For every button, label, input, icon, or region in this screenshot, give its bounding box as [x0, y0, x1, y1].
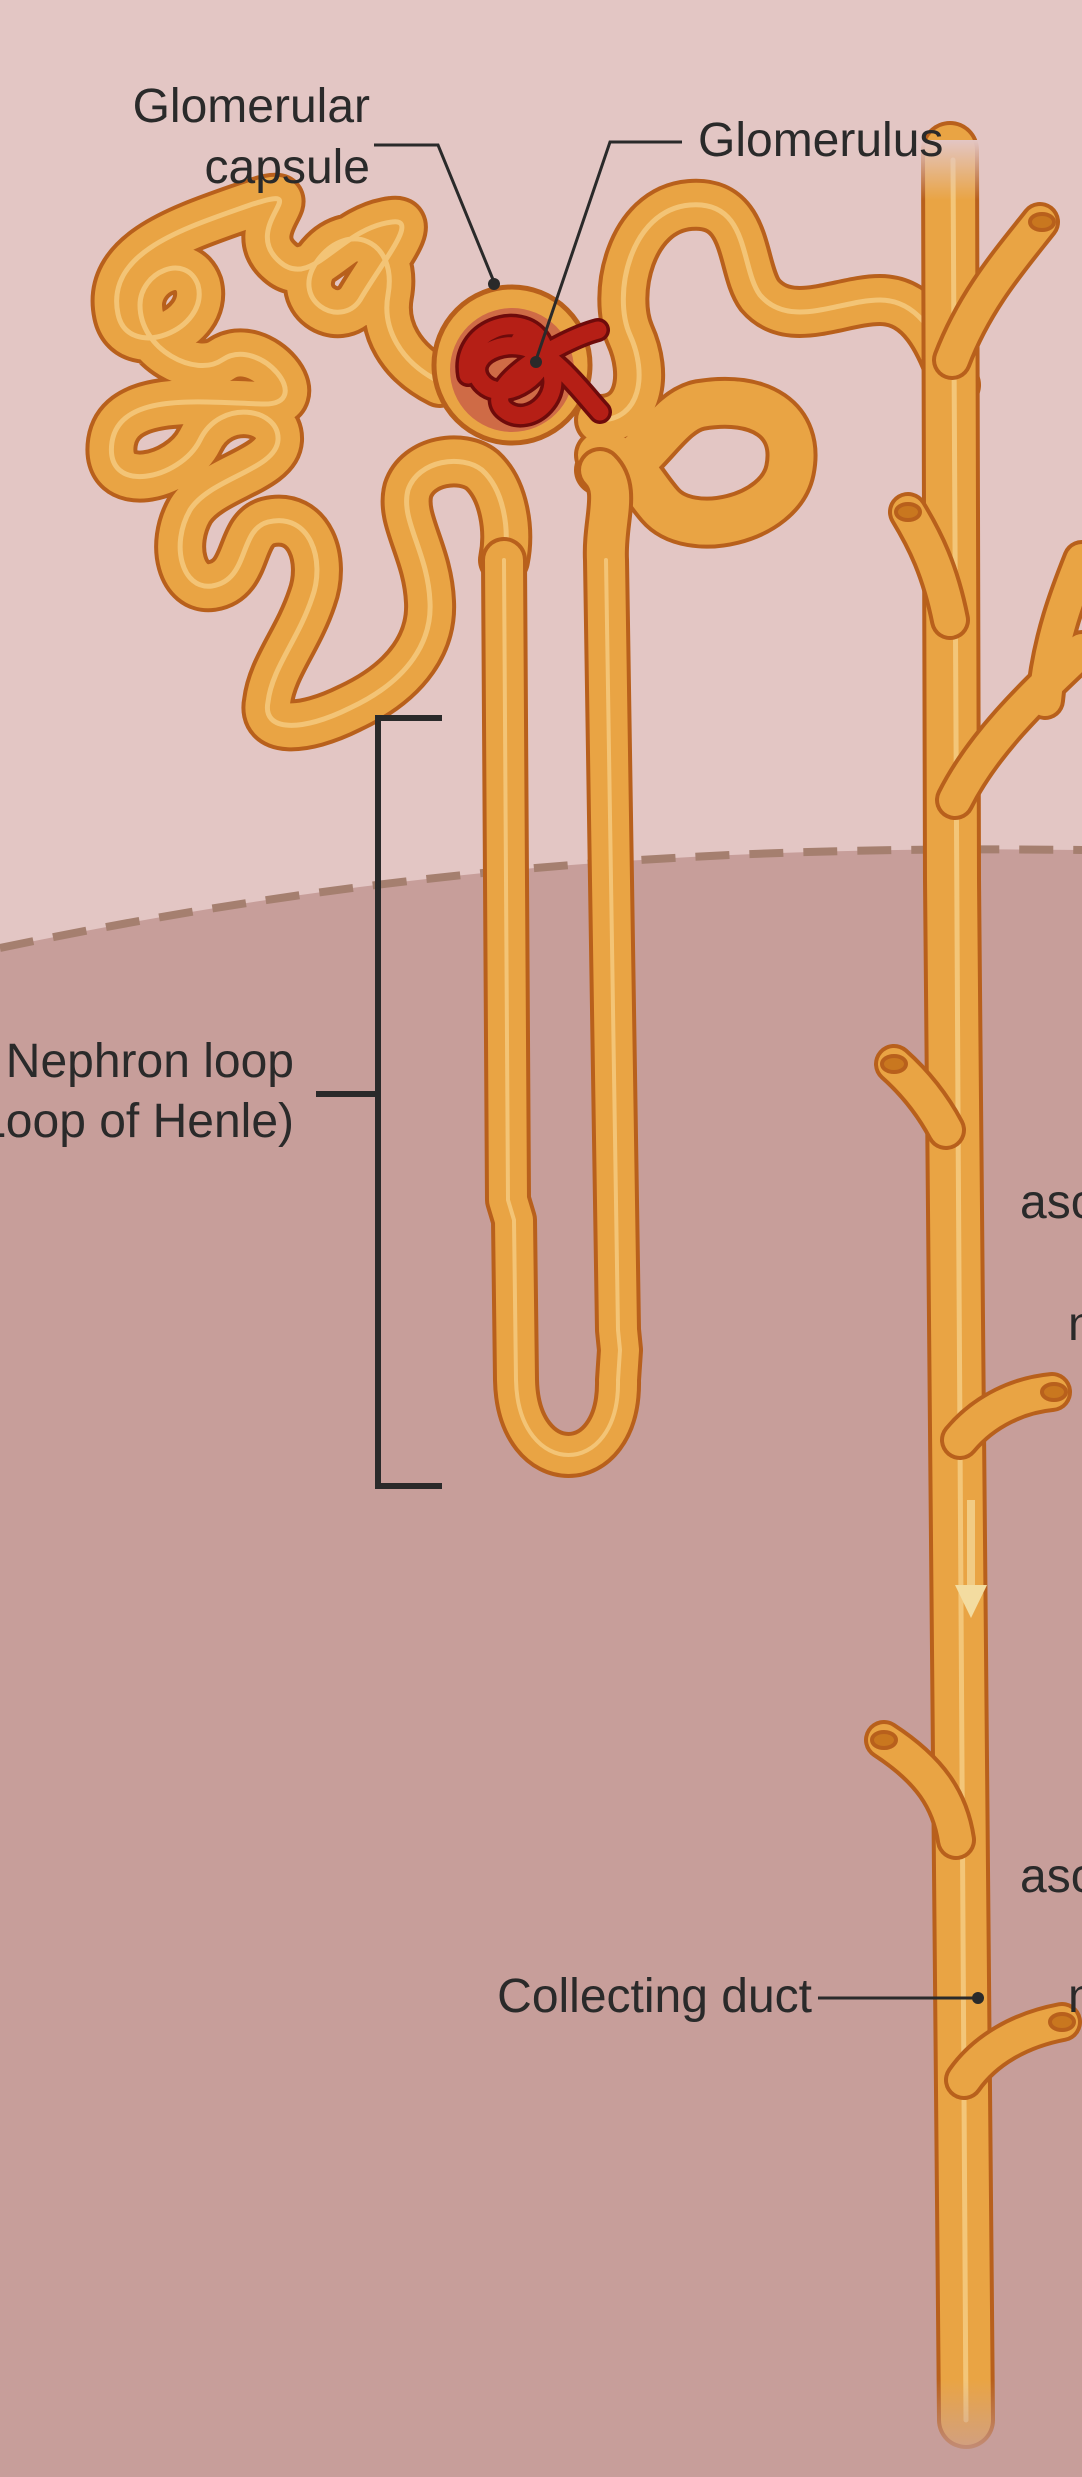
cut-off-label-lower-line1: asc: [1020, 1850, 1082, 1903]
distal-convoluted-tubule: [574, 178, 981, 549]
duct-branch-openings: [870, 212, 1076, 2032]
cut-off-label-lower-line2: n: [1068, 1970, 1082, 2023]
nephron-loop-label-line2: (Loop of Henle): [0, 1095, 294, 1148]
glomerulus-label-text: Glomerulus: [698, 114, 943, 167]
glomerular-capsule-leader: [374, 143, 496, 283]
glomerular-capsule-label: Glomerular capsule: [133, 80, 500, 290]
duct-branches: [864, 202, 1082, 2100]
cut-off-label-upper: asc n: [1020, 1176, 1082, 1351]
flow-arrow-icon: [955, 1500, 987, 1618]
nephron-loop-label: Nephron loop (Loop of Henle): [0, 715, 442, 1489]
collecting-duct-label: Collecting duct: [497, 1970, 984, 2023]
cut-off-label-upper-line1: asc: [1020, 1176, 1082, 1229]
duct-top-fade: [920, 140, 990, 200]
nephron-loop-bracket: [316, 715, 442, 1489]
collecting-duct-label-text: Collecting duct: [497, 1970, 812, 2023]
glomerulus-leader: [534, 140, 682, 361]
glomerulus: [455, 313, 612, 428]
cut-off-label-lower: asc n: [1020, 1850, 1082, 2023]
glomerular-capsule-label-line1: Glomerular: [133, 80, 370, 133]
glomerulus-label: Glomerulus: [530, 114, 943, 368]
nephron-loop-tubule: [481, 447, 643, 1478]
collecting-duct-tubule: [864, 121, 1082, 2449]
proximal-convoluted-tubule: [85, 172, 533, 752]
nephron-loop-label-line1: Nephron loop: [6, 1035, 294, 1088]
cut-off-label-upper-line2: n: [1068, 1298, 1082, 1351]
glomerular-capsule-label-line2: capsule: [205, 141, 370, 194]
duct-bottom-fade: [920, 2380, 1010, 2477]
